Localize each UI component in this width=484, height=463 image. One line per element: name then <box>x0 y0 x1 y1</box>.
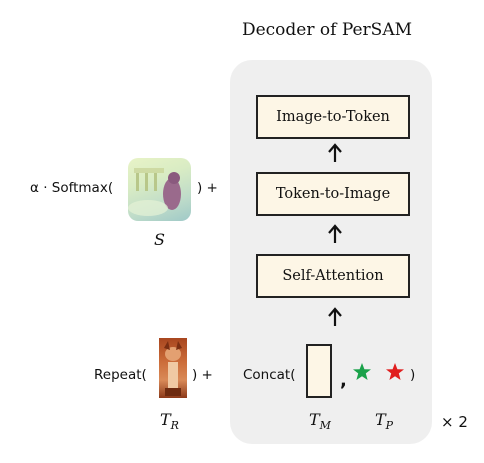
arrow-up-icon <box>328 143 342 162</box>
softmax-prefix-label: α · Softmax( <box>30 180 114 196</box>
tp-label: TP <box>375 410 393 432</box>
concat-suffix-label: ) <box>410 367 416 383</box>
tr-sub: R <box>170 419 179 433</box>
concat-comma: , <box>340 370 347 391</box>
green-star-icon <box>353 363 371 380</box>
mask-token-box <box>306 344 332 398</box>
repeat-suffix-label: ) + <box>192 367 213 383</box>
s-label: S <box>154 230 165 249</box>
concat-prefix-label: Concat( <box>243 367 296 383</box>
tm-sub: M <box>319 419 331 433</box>
diagram-title: Decoder of PerSAM <box>241 20 413 40</box>
repeat-count-label: × 2 <box>441 413 468 431</box>
tr-main: T <box>160 410 171 429</box>
tm-main: T <box>309 410 320 429</box>
target-image-thumb <box>159 338 187 398</box>
tp-main: T <box>375 410 386 429</box>
tr-label: TR <box>160 410 179 432</box>
token-to-image-block: Token-to-Image <box>256 172 410 216</box>
softmax-suffix-label: ) + <box>197 180 218 196</box>
self-attention-block: Self-Attention <box>256 254 410 298</box>
tm-label: TM <box>309 410 331 432</box>
tp-sub: P <box>385 419 394 433</box>
similarity-map-image <box>128 158 191 221</box>
arrow-up-icon <box>328 224 342 243</box>
repeat-prefix-label: Repeat( <box>94 367 147 383</box>
arrow-up-icon <box>328 307 342 326</box>
red-star-icon <box>386 363 404 380</box>
image-to-token-block: Image-to-Token <box>256 95 410 139</box>
